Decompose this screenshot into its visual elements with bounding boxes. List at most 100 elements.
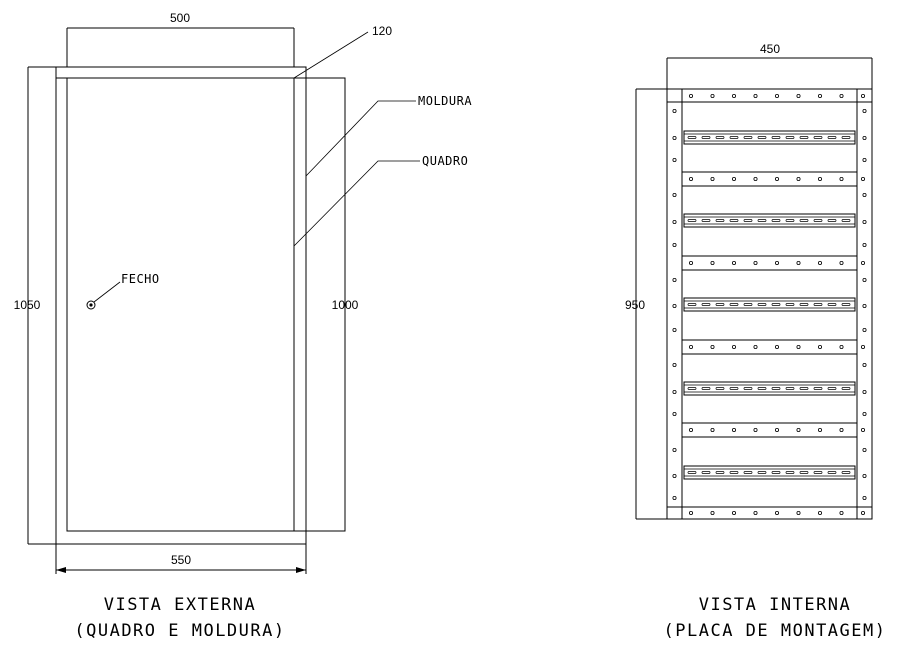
side-hole xyxy=(672,157,677,162)
mounting-hole xyxy=(796,260,801,265)
mounting-hole xyxy=(710,176,715,181)
mounting-hole xyxy=(796,427,801,432)
din-rail xyxy=(683,130,856,145)
side-hole xyxy=(672,192,677,197)
mounting-hole xyxy=(818,427,823,432)
din-rail-slot xyxy=(841,471,851,474)
din-rail-slot xyxy=(771,387,781,390)
din-rail-slot xyxy=(701,303,711,306)
label-moldura: MOLDURA xyxy=(418,94,472,108)
din-rail-slot xyxy=(827,387,837,390)
side-hole xyxy=(672,303,677,308)
mounting-hole xyxy=(710,510,715,515)
din-rail-slot xyxy=(701,219,711,222)
din-rail-slot xyxy=(827,136,837,139)
mounting-hole xyxy=(753,260,758,265)
mounting-hole xyxy=(710,427,715,432)
din-rail-slot xyxy=(757,136,767,139)
mounting-hole xyxy=(710,260,715,265)
external-title-line1: VISTA EXTERNA xyxy=(104,595,257,615)
din-rail xyxy=(683,213,856,228)
side-hole xyxy=(862,135,867,140)
din-rail-slot xyxy=(715,471,725,474)
din-rail-slot xyxy=(771,303,781,306)
din-rail-slot xyxy=(729,219,739,222)
din-rail-slot xyxy=(771,219,781,222)
din-rail-slot xyxy=(813,136,823,139)
din-rail-slot xyxy=(687,471,697,474)
side-hole xyxy=(862,473,867,478)
din-rail-slot xyxy=(687,387,697,390)
side-hole xyxy=(862,411,867,416)
mounting-hole xyxy=(839,344,844,349)
din-rail-slot xyxy=(785,219,795,222)
panel-outline xyxy=(66,77,295,532)
din-rail-slot xyxy=(743,471,753,474)
mounting-holes xyxy=(672,94,867,515)
din-rail-slot xyxy=(813,303,823,306)
din-rail-slot xyxy=(799,303,809,306)
mounting-hole xyxy=(689,260,694,265)
mounting-hole xyxy=(839,94,844,99)
din-rail-slot xyxy=(687,303,697,306)
din-rail-slot xyxy=(715,303,725,306)
mounting-hole xyxy=(796,176,801,181)
din-rail xyxy=(683,297,856,312)
mounting-hole xyxy=(818,260,823,265)
din-rail-slot xyxy=(771,136,781,139)
dimension-internal-left-label: 950 xyxy=(625,298,645,312)
mounting-hole xyxy=(861,344,866,349)
mounting-hole xyxy=(732,260,737,265)
side-hole xyxy=(862,389,867,394)
mounting-hole xyxy=(689,344,694,349)
din-rail-slot xyxy=(715,387,725,390)
mounting-hole xyxy=(732,94,737,99)
mounting-hole xyxy=(861,94,866,99)
side-hole xyxy=(672,109,677,114)
dimension-frame-label: 120 xyxy=(372,24,392,38)
din-rail-slot xyxy=(799,136,809,139)
mounting-hole xyxy=(839,427,844,432)
din-rail-slot xyxy=(827,219,837,222)
dimension-left-label: 1050 xyxy=(14,298,41,312)
internal-title-line2: (PLACA DE MONTAGEM) xyxy=(664,621,887,641)
din-rail-slot xyxy=(687,219,697,222)
mounting-hole xyxy=(796,94,801,99)
side-hole xyxy=(672,135,677,140)
side-hole xyxy=(672,242,677,247)
dimension-bottom-label: 550 xyxy=(171,553,191,567)
side-hole xyxy=(672,327,677,332)
side-hole xyxy=(862,157,867,162)
mounting-hole xyxy=(775,344,780,349)
mounting-hole xyxy=(861,510,866,515)
din-rail-slot xyxy=(687,136,697,139)
mounting-hole xyxy=(775,260,780,265)
mounting-hole xyxy=(861,427,866,432)
mounting-hole xyxy=(753,94,758,99)
side-hole xyxy=(862,303,867,308)
mounting-hole xyxy=(753,344,758,349)
side-hole xyxy=(672,362,677,367)
mounting-hole xyxy=(861,260,866,265)
side-hole xyxy=(672,473,677,478)
din-rail-slot xyxy=(729,387,739,390)
mounting-hole xyxy=(689,427,694,432)
din-rail-slot xyxy=(841,136,851,139)
din-rail-slot xyxy=(785,303,795,306)
din-rail-slot xyxy=(799,471,809,474)
mounting-hole xyxy=(775,427,780,432)
mounting-hole xyxy=(732,510,737,515)
mounting-hole xyxy=(818,510,823,515)
leader-120 xyxy=(293,31,369,79)
side-hole xyxy=(672,389,677,394)
internal-view: 450 950 VISTA INTERNA (PLACA DE MONTAGEM… xyxy=(625,42,887,641)
frame-outline xyxy=(55,66,307,545)
side-hole xyxy=(672,219,677,224)
mounting-hole xyxy=(839,176,844,181)
mounting-hole xyxy=(753,510,758,515)
din-rail-slot xyxy=(729,303,739,306)
din-rail-slot xyxy=(757,219,767,222)
side-hole xyxy=(862,362,867,367)
mounting-hole xyxy=(775,94,780,99)
